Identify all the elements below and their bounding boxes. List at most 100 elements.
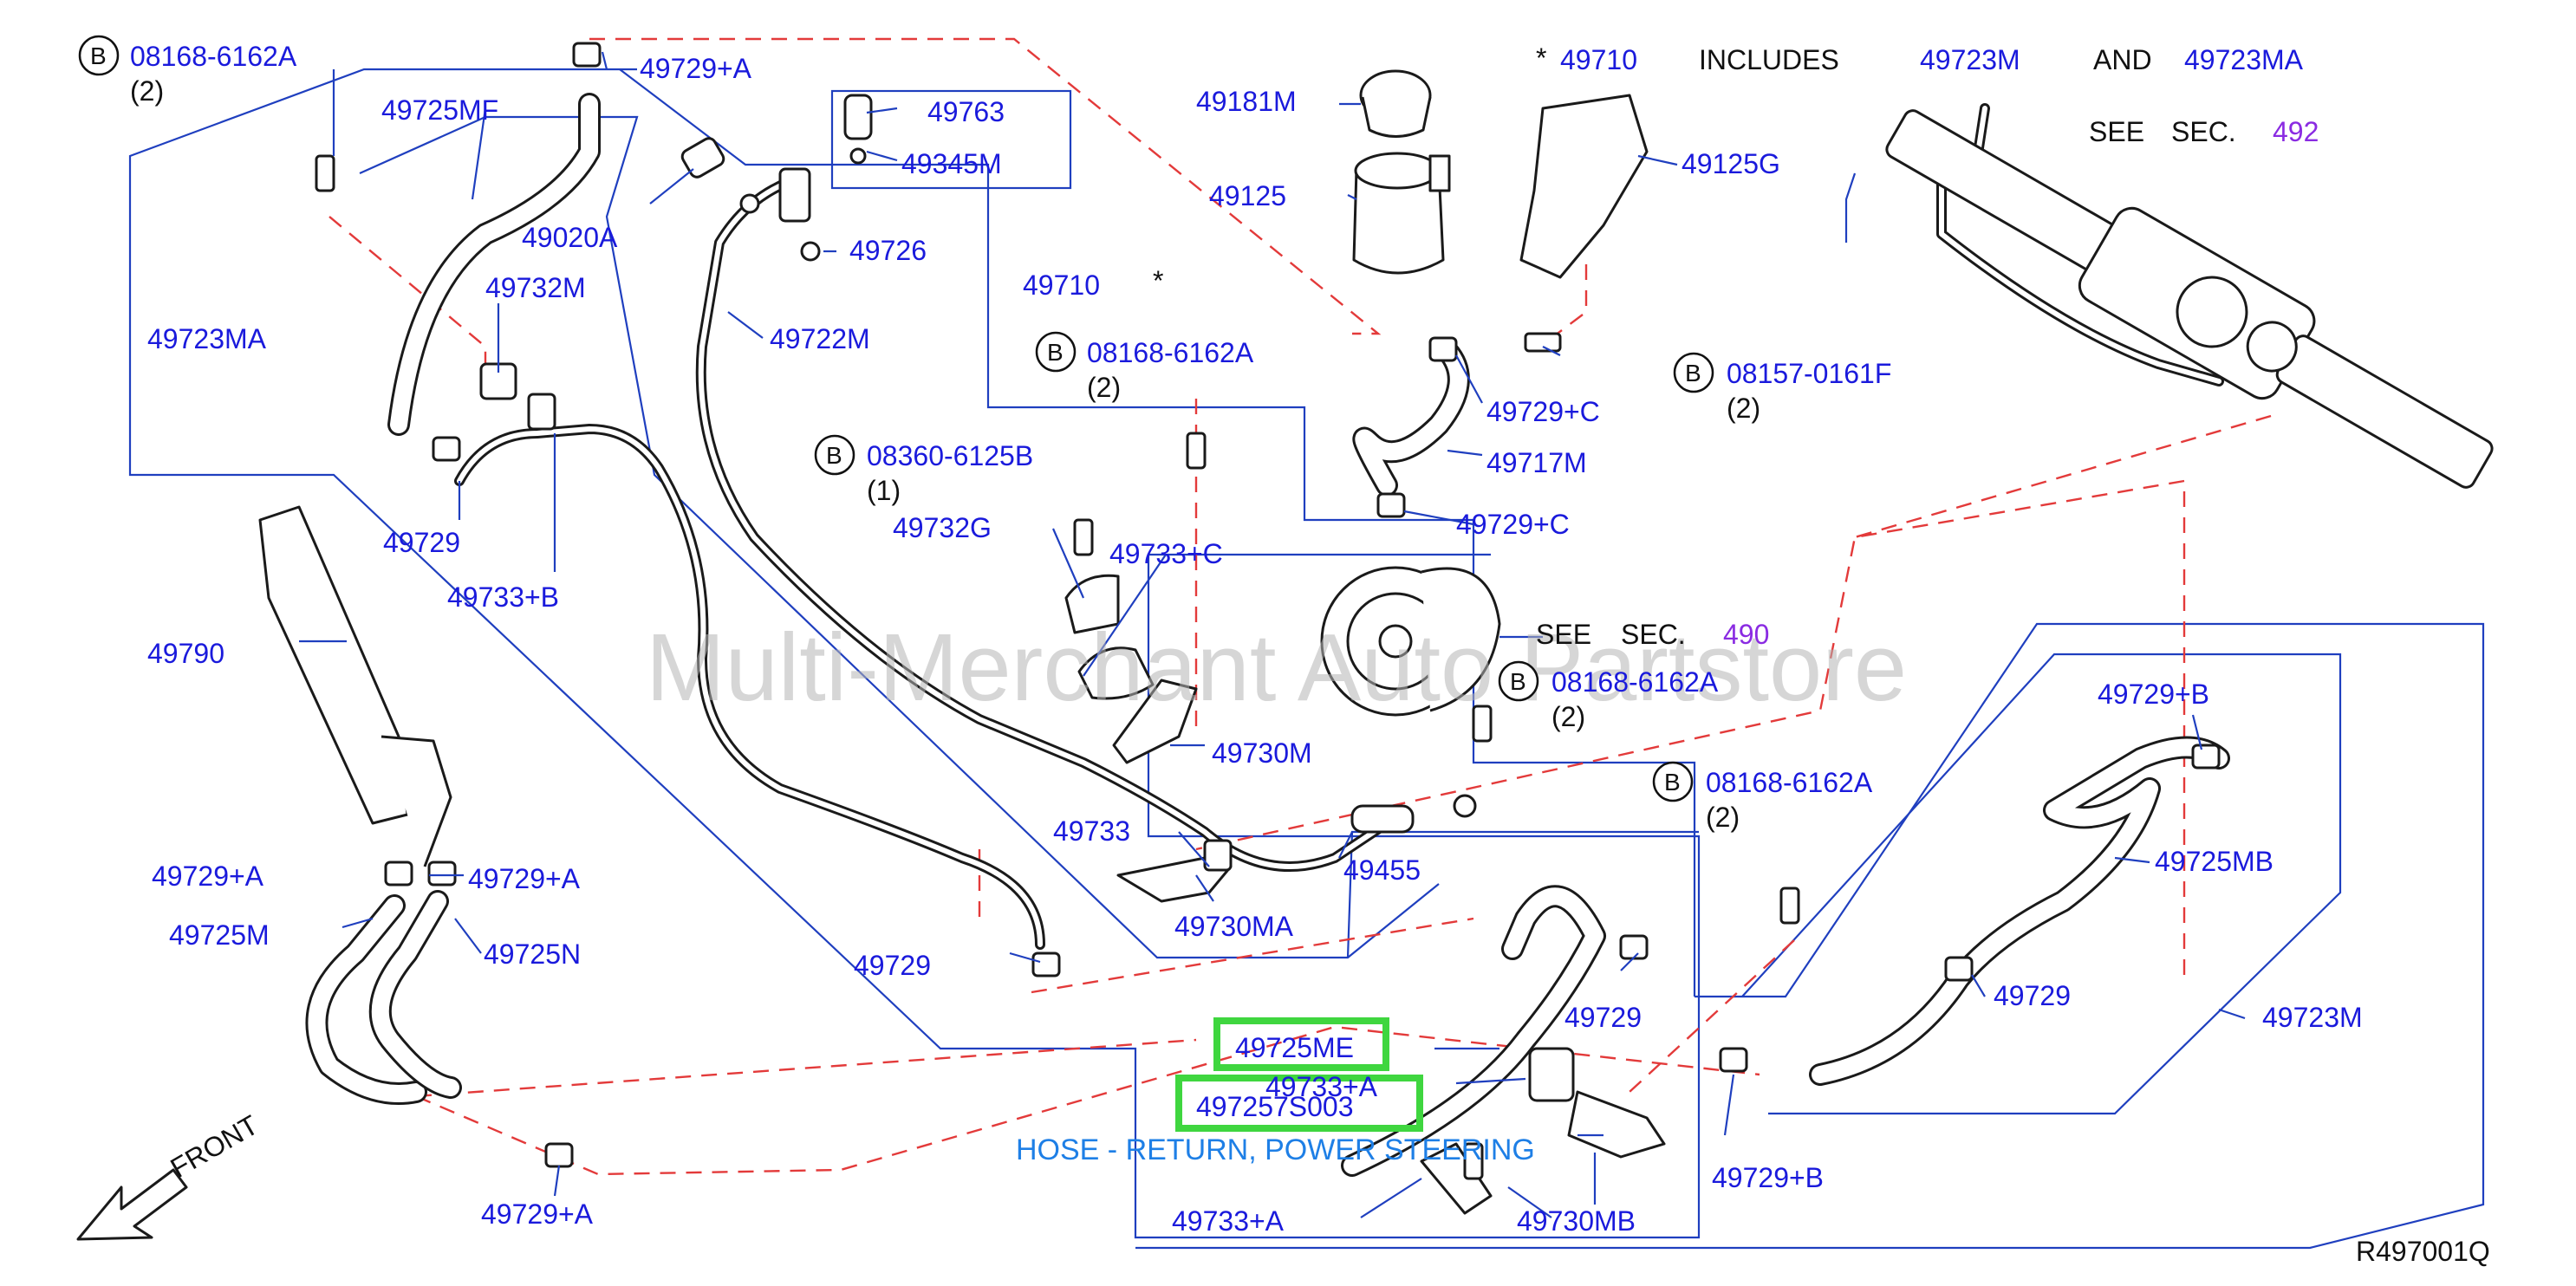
- bolt-callout-5[interactable]: B 08168-6162A (2): [1498, 660, 1719, 732]
- part-label[interactable]: 49717M: [1486, 447, 1587, 478]
- boundary-49722m: [359, 115, 1440, 959]
- part-label[interactable]: 49722M: [770, 323, 870, 354]
- bolt-callout-4[interactable]: B 08157-0161F (2): [1673, 352, 1891, 424]
- part-label[interactable]: 49125G: [1682, 148, 1780, 179]
- part-label[interactable]: 49733: [1053, 815, 1130, 847]
- note-ref[interactable]: 49710: [1560, 44, 1637, 75]
- bolt-marker: B: [1047, 339, 1064, 366]
- hoses: [305, 93, 2230, 1177]
- part-label[interactable]: 49733+A: [1265, 1071, 1378, 1102]
- part-label[interactable]: 49729: [854, 950, 931, 981]
- bolt-qty: (2): [130, 75, 164, 107]
- note-part-b[interactable]: 49723MA: [2184, 44, 2304, 75]
- part-label[interactable]: 49790: [147, 638, 224, 669]
- part-label[interactable]: 49730MA: [1174, 911, 1294, 942]
- bolt-part-number: 08168-6162A: [1551, 666, 1719, 698]
- part-label[interactable]: 49732G: [893, 512, 992, 543]
- part-label[interactable]: 49732M: [485, 272, 586, 303]
- clip-49733: [1203, 839, 1233, 872]
- part-label[interactable]: 49729+B: [1712, 1162, 1824, 1193]
- part-label[interactable]: 49729: [383, 527, 460, 558]
- o-ring-49726: [800, 241, 821, 262]
- part-label[interactable]: 49730MB: [1517, 1205, 1636, 1237]
- note-includes: INCLUDES: [1699, 44, 1839, 75]
- part-label[interactable]: 49730M: [1212, 737, 1312, 769]
- bracket-49733a: [1420, 1142, 1493, 1215]
- highlight-box-497257s003: [1175, 1075, 1423, 1132]
- bracket-49730ma: [1116, 856, 1233, 903]
- part-label[interactable]: 49725M: [169, 919, 270, 951]
- section-number[interactable]: 492: [2273, 116, 2319, 147]
- banjo-fitting: [778, 167, 811, 223]
- bracket-49125g: [1519, 94, 1649, 279]
- bolt-callout-1[interactable]: B 08168-6162A (2): [78, 35, 297, 107]
- part-label-highlighted[interactable]: 49725ME: [1235, 1032, 1354, 1063]
- part-label[interactable]: 49729+C: [1456, 509, 1570, 540]
- part-label[interactable]: 49729: [1564, 1002, 1642, 1033]
- part-label[interactable]: 49729+A: [640, 53, 752, 84]
- part-label[interactable]: 49710: [1023, 270, 1100, 301]
- part-label[interactable]: 49020A: [522, 222, 618, 253]
- see-section-490[interactable]: SEE SEC. 490: [1536, 619, 1769, 650]
- part-label[interactable]: 49345M: [901, 148, 1002, 179]
- part-label[interactable]: 49725N: [484, 939, 581, 970]
- bolt-qty: (2): [1551, 701, 1585, 732]
- part-label[interactable]: 49729+A: [481, 1198, 594, 1230]
- clamp: [384, 861, 413, 887]
- bolt-callout-2[interactable]: B 08168-6162A (2): [1035, 331, 1254, 403]
- part-label[interactable]: 49729+A: [468, 863, 581, 894]
- part-label[interactable]: 49763: [927, 96, 1005, 127]
- part-label[interactable]: 49725MF: [381, 94, 498, 126]
- bolt: [1779, 887, 1800, 925]
- highlight-box-49725me: [1213, 1017, 1389, 1071]
- boundary-49723ma: [128, 68, 1701, 1239]
- part-label[interactable]: 49726: [849, 235, 927, 266]
- bolt: [1463, 1142, 1484, 1180]
- part-label[interactable]: 49733+C: [1109, 538, 1223, 569]
- bracket-49730mb: [1567, 1090, 1666, 1159]
- part-label[interactable]: 49125: [1209, 180, 1286, 211]
- see-label: SEE: [2089, 116, 2144, 147]
- bolt-callout-6[interactable]: B 08168-6162A (2): [1652, 761, 1873, 833]
- clamp: [572, 42, 602, 68]
- bracket-49730m: [1112, 679, 1198, 764]
- part-label[interactable]: 49181M: [1196, 86, 1297, 117]
- bolt-part-number: 08157-0161F: [1727, 358, 1891, 389]
- highlight-caption: HOSE - RETURN, POWER STEERING: [1016, 1133, 1535, 1166]
- steering-rack: [1885, 109, 2494, 489]
- see-section-492[interactable]: SEE SEC. 492: [2089, 116, 2319, 147]
- bolt-part-number: 08168-6162A: [130, 41, 297, 72]
- clamp: [432, 436, 461, 462]
- components: [76, 42, 2494, 1241]
- clamp: [1376, 492, 1406, 518]
- part-label[interactable]: 49729+C: [1486, 396, 1600, 427]
- bolt: [1472, 705, 1493, 743]
- part-label[interactable]: 49723MA: [147, 323, 267, 354]
- part-label[interactable]: 49725MB: [2155, 846, 2274, 877]
- bolt-marker: B: [1685, 360, 1701, 386]
- bolt: [1073, 518, 1094, 556]
- part-label[interactable]: 49729: [1994, 980, 2071, 1011]
- note-part-a[interactable]: 49723M: [1920, 44, 2020, 75]
- o-ring-49455: [1453, 794, 1477, 818]
- part-label[interactable]: 49733+A: [1172, 1205, 1285, 1237]
- bolt-qty: (2): [1727, 393, 1760, 424]
- section-number[interactable]: 490: [1723, 619, 1769, 650]
- part-label[interactable]: 49729+A: [152, 861, 264, 892]
- bolt-qty: (1): [867, 475, 901, 506]
- part-label[interactable]: 49733+B: [447, 581, 559, 613]
- bolt: [315, 154, 335, 192]
- part-label-highlighted[interactable]: 497257S003: [1196, 1091, 1354, 1122]
- bolt-callout-3[interactable]: B 08360-6125B (1): [814, 434, 1033, 506]
- front-label: FRONT: [166, 1109, 263, 1184]
- hose-49725mb: [1809, 736, 2230, 1086]
- bolt-marker: B: [826, 442, 842, 469]
- clamp: [544, 1142, 574, 1168]
- clamp: [427, 861, 457, 887]
- part-label[interactable]: 49455: [1343, 854, 1421, 886]
- washer: [739, 193, 760, 214]
- part-label[interactable]: 49723M: [2262, 1002, 2363, 1033]
- part-label[interactable]: 49729+B: [2098, 679, 2209, 710]
